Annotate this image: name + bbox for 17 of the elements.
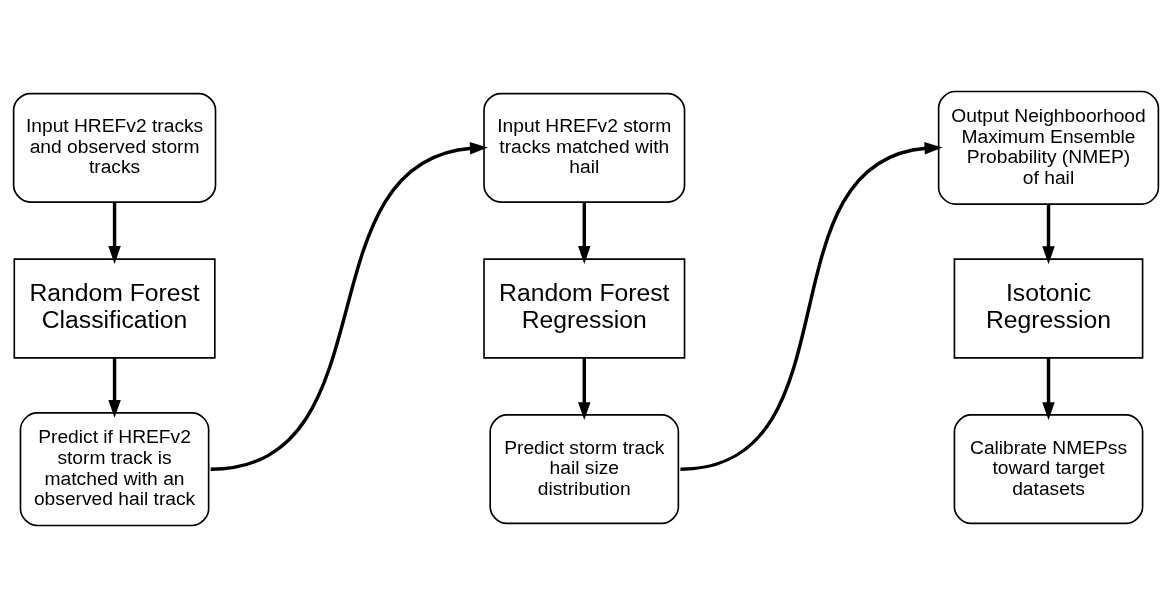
arrow [1042, 203, 1055, 264]
node-box: Input HREFv2 tracks and observed storm tracks [12, 92, 217, 203]
arrow [108, 357, 121, 418]
arrow [210, 141, 488, 471]
node-box: Predict storm track hail size distribution [489, 413, 680, 524]
node-box: Input HREFv2 storm tracks matched with hail [483, 92, 686, 203]
arrow [578, 357, 591, 420]
node-box: Random Forest Regression [483, 257, 686, 359]
arrow [1042, 357, 1055, 420]
node-box: Predict if HREFv2 storm track is matched with an observed hail track [19, 411, 210, 526]
node-box: Output Neighboorhood Maximum Ensemble Probability (NMEP) of hail [937, 90, 1160, 205]
node-box: Isotonic Regression [953, 257, 1144, 359]
arrow [108, 201, 121, 264]
node-box: Calibrate NMEPss toward target datasets [953, 413, 1144, 524]
node-box: Random Forest Classification [13, 257, 216, 359]
arrow [680, 141, 943, 471]
arrow [578, 201, 591, 264]
